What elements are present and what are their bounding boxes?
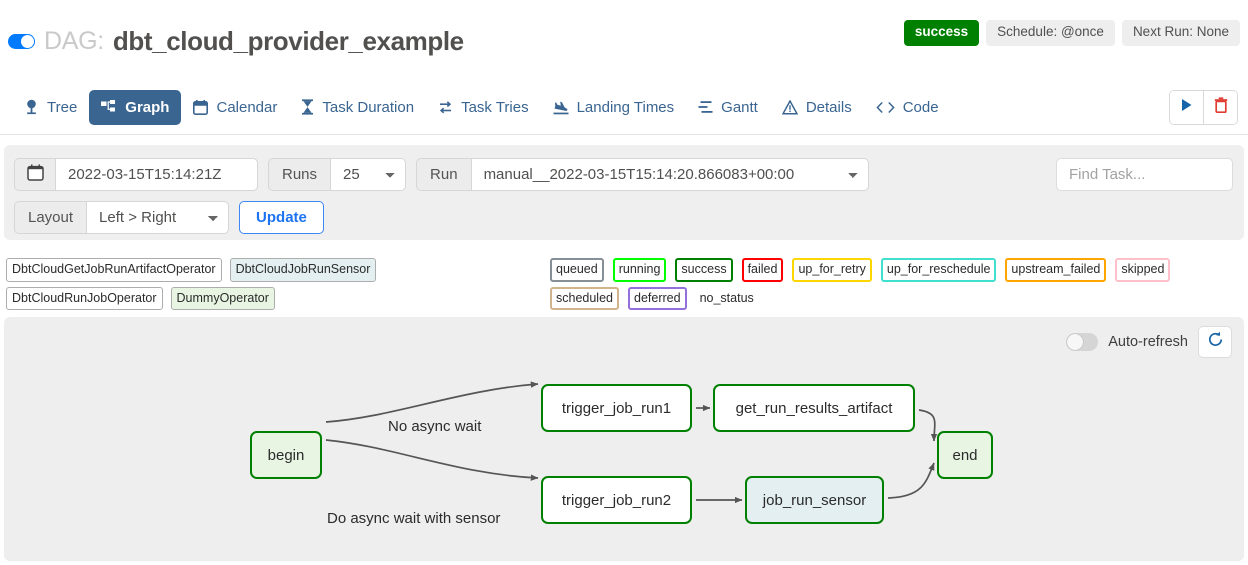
layout-select[interactable]: Left > Right — [86, 201, 230, 234]
find-task-input[interactable] — [1056, 158, 1233, 191]
tab-label: Task Duration — [322, 98, 415, 116]
runs-select[interactable]: 25 — [330, 158, 407, 191]
view-tabs: Tree Graph Calendar Task Duration Task T — [0, 80, 1248, 135]
tab-details[interactable]: Details — [770, 90, 864, 125]
dag-action-buttons — [1169, 90, 1238, 125]
tree-icon — [24, 99, 39, 115]
legend-operator-chip[interactable]: DbtCloudRunJobOperator — [6, 286, 163, 310]
dag-name-label: dbt_cloud_provider_example — [112, 26, 464, 56]
refresh-button[interactable] — [1198, 326, 1232, 358]
graph-edges — [325, 381, 938, 504]
task-node-get-run-results-artifact[interactable]: get_run_results_artifact — [713, 384, 915, 432]
layout-group: Layout Left > Right — [14, 201, 230, 234]
tab-code[interactable]: Code — [864, 90, 951, 125]
page-header: DAG: dbt_cloud_provider_example success … — [0, 0, 1248, 72]
run-select[interactable]: manual__2022-03-15T15:14:20.866083+00:00 — [470, 158, 869, 191]
tab-task-tries[interactable]: Task Tries — [426, 90, 541, 125]
legend-operator-chip[interactable]: DbtCloudJobRunSensor — [229, 258, 377, 282]
tab-landing-times[interactable]: Landing Times — [541, 90, 687, 125]
tab-gantt[interactable]: Gantt — [686, 90, 770, 125]
tab-label: Graph — [125, 98, 170, 116]
graph-icon — [101, 99, 117, 115]
task-node-label: end — [952, 446, 978, 464]
tab-label: Task Tries — [461, 98, 529, 116]
state-legend: queued running success failed up_for_ret… — [550, 258, 1244, 310]
trash-icon — [1214, 97, 1228, 118]
tab-label: Details — [805, 98, 852, 116]
legend-state-chip[interactable]: failed — [741, 258, 784, 282]
delete-dag-button[interactable] — [1203, 91, 1237, 124]
tab-label: Code — [902, 98, 939, 116]
next-run-badge: Next Run: None — [1121, 20, 1240, 46]
legend-state-chip[interactable]: scheduled — [550, 286, 619, 310]
task-node-label: begin — [267, 446, 305, 464]
refresh-icon — [1207, 331, 1224, 353]
dag-graph-canvas[interactable]: Auto-refresh — [4, 317, 1244, 561]
tab-task-duration[interactable]: Task Duration — [289, 90, 426, 125]
code-icon — [876, 101, 895, 114]
tab-label: Gantt — [721, 98, 758, 116]
landing-icon — [553, 100, 569, 115]
header-badges: success Schedule: @once Next Run: None — [903, 20, 1240, 46]
gantt-icon — [698, 100, 713, 114]
task-node-label: job_run_sensor — [762, 491, 867, 509]
schedule-badge: Schedule: @once — [986, 20, 1115, 46]
status-badge: success — [903, 20, 980, 46]
dag-pause-toggle[interactable] — [8, 34, 35, 49]
trigger-dag-button[interactable] — [1170, 91, 1203, 124]
dag-filter-panel: Runs 25 Run manual__2022-03-15T15:14:20.… — [4, 145, 1244, 240]
legend-state-chip[interactable]: no_status — [699, 290, 754, 305]
task-node-trigger-job-run2[interactable]: trigger_job_run2 — [541, 476, 692, 524]
task-node-trigger-job-run1[interactable]: trigger_job_run1 — [541, 384, 692, 432]
tab-calendar[interactable]: Calendar — [181, 90, 289, 125]
tab-label: Landing Times — [576, 98, 675, 116]
legend-state-chip[interactable]: skipped — [1115, 258, 1171, 282]
dag-title: DAG: dbt_cloud_provider_example — [8, 26, 464, 57]
tab-label: Tree — [47, 98, 78, 116]
legend-state-chip[interactable]: up_for_retry — [792, 258, 872, 282]
base-date-input[interactable] — [55, 158, 258, 191]
auto-refresh-label: Auto-refresh — [1108, 334, 1188, 350]
filter-row-1: Runs 25 Run manual__2022-03-15T15:14:20.… — [14, 158, 1234, 191]
filter-row-2: Layout Left > Right Update — [14, 201, 1234, 234]
base-date-group — [14, 158, 258, 191]
run-group: Run manual__2022-03-15T15:14:20.866083+0… — [416, 158, 869, 191]
auto-refresh-toggle[interactable] — [1066, 333, 1099, 351]
legend-state-chip[interactable]: deferred — [628, 286, 687, 310]
play-icon — [1180, 98, 1193, 117]
legend-state-chip[interactable]: up_for_reschedule — [880, 258, 997, 282]
triangle-icon — [781, 99, 798, 115]
dag-prefix-label: DAG: — [44, 27, 104, 55]
tab-label: Calendar — [216, 98, 278, 116]
task-node-label: trigger_job_run1 — [561, 399, 672, 417]
task-node-begin[interactable]: begin — [250, 431, 322, 479]
graph-toolbar: Auto-refresh — [1066, 326, 1232, 358]
calendar-icon — [26, 164, 44, 186]
task-node-label: trigger_job_run2 — [561, 491, 672, 509]
legend-state-chip[interactable]: upstream_failed — [1005, 258, 1107, 282]
legend-operator-chip[interactable]: DbtCloudGetJobRunArtifactOperator — [6, 258, 222, 282]
run-label: Run — [416, 158, 471, 191]
operator-legend: DbtCloudGetJobRunArtifactOperator DbtClo… — [6, 258, 536, 310]
layout-label: Layout — [14, 201, 87, 234]
calendar-icon — [193, 99, 209, 115]
edge-label-do-async-wait: Do async wait with sensor — [327, 510, 501, 527]
calendar-picker-button[interactable] — [14, 158, 55, 191]
legend-state-chip[interactable]: success — [675, 258, 733, 282]
legend-state-chip[interactable]: queued — [550, 258, 604, 282]
legend-state-chip[interactable]: running — [612, 258, 667, 282]
runs-group: Runs 25 — [268, 158, 407, 191]
retry-icon — [438, 100, 453, 115]
runs-label: Runs — [268, 158, 331, 191]
update-button[interactable]: Update — [239, 201, 324, 234]
tab-tree[interactable]: Tree — [12, 90, 89, 125]
tab-graph[interactable]: Graph — [89, 89, 182, 125]
task-node-job-run-sensor[interactable]: job_run_sensor — [745, 476, 884, 524]
task-node-label: get_run_results_artifact — [735, 399, 893, 417]
task-node-end[interactable]: end — [937, 431, 993, 479]
legend-operator-chip[interactable]: DummyOperator — [170, 286, 275, 310]
edge-label-no-async-wait: No async wait — [388, 418, 482, 435]
hourglass-icon — [301, 99, 314, 115]
